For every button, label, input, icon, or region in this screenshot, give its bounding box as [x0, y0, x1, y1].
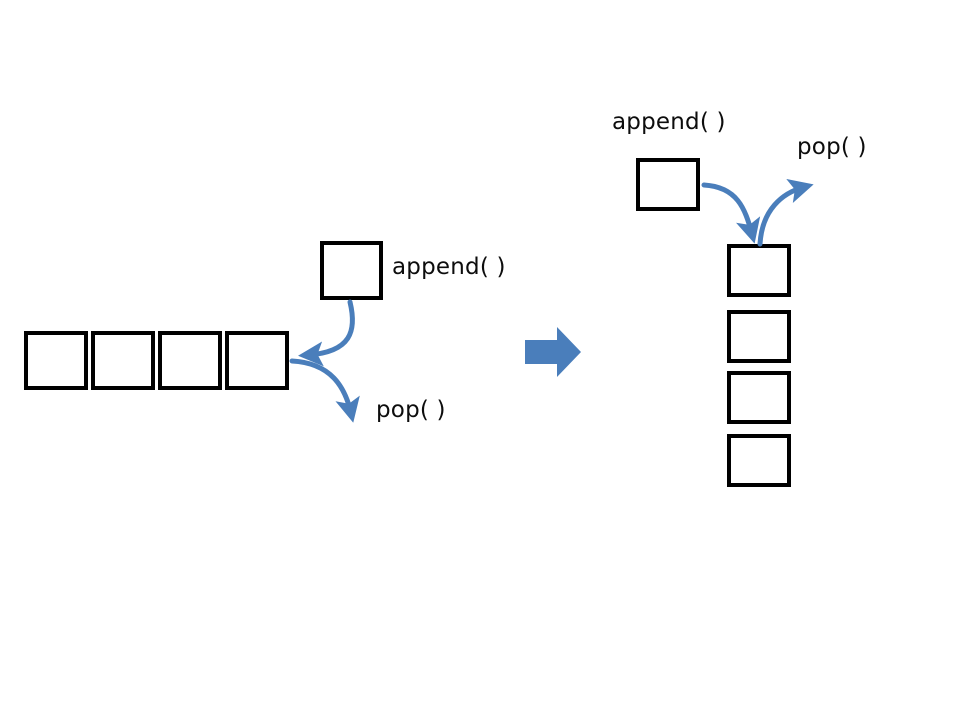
list-cell-2	[158, 331, 222, 390]
stack-cell-bottom	[727, 434, 791, 487]
list-append-label: append( )	[392, 254, 506, 280]
list-incoming-cell	[320, 241, 383, 300]
list-pop-label: pop( )	[376, 397, 446, 423]
list-pop-arrow-icon	[289, 358, 360, 423]
stack-cell-2	[727, 310, 791, 363]
list-append-arrow-icon	[298, 299, 355, 367]
transition-block-arrow-icon	[525, 327, 581, 377]
list-cell-3	[225, 331, 289, 390]
stack-append-arrow-icon	[701, 182, 761, 244]
list-cell-0	[24, 331, 88, 390]
stack-cell-3	[727, 371, 791, 424]
stack-append-label: append( )	[612, 109, 726, 135]
stack-cell-top	[727, 244, 791, 297]
list-cell-1	[91, 331, 155, 390]
stack-pop-label: pop( )	[797, 134, 867, 160]
stack-incoming-cell	[636, 158, 700, 211]
stack-pop-arrow-icon	[757, 178, 814, 247]
